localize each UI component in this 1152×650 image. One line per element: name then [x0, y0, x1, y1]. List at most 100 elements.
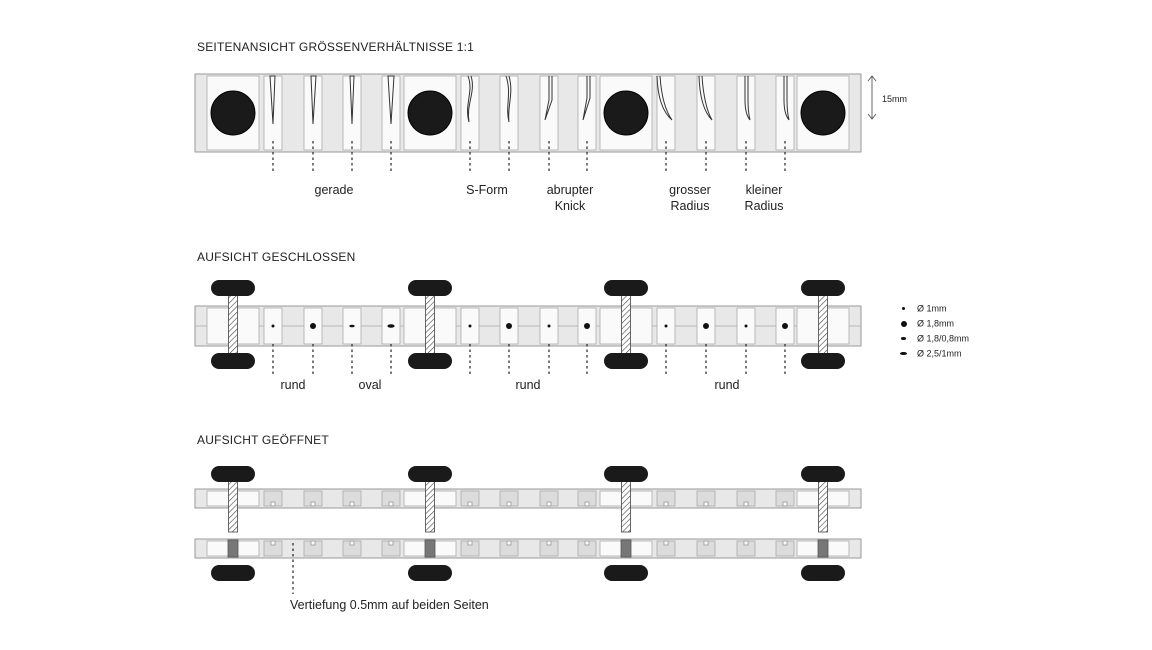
screw-shaft: [621, 476, 631, 533]
blade-profile: [544, 76, 553, 121]
notch: [270, 540, 276, 546]
screw-nut: [604, 565, 648, 581]
blade-cell: [381, 75, 401, 151]
notch: [703, 501, 709, 507]
side-view-blade-profiles: [269, 75, 790, 125]
screw-nut: [801, 565, 845, 581]
notch: [310, 501, 316, 507]
blade-profile: [310, 75, 317, 125]
screw-nut: [801, 353, 845, 369]
top-open-heading: AUFSICHT GEÖFFNET: [197, 433, 329, 447]
notch: [349, 540, 355, 546]
label-gerade: gerade: [314, 183, 354, 197]
screw-nut: [408, 353, 452, 369]
hole: [547, 324, 551, 328]
screw-head: [408, 280, 452, 296]
blade-profile: [269, 75, 276, 125]
notch: [467, 540, 473, 546]
screw-shaft: [818, 476, 828, 533]
notch: [388, 540, 394, 546]
notch: [584, 501, 590, 507]
hole-symbol-icon: [900, 351, 907, 356]
screw-shaft: [228, 476, 238, 533]
blade-profile: [505, 75, 512, 123]
screw-nut: [408, 565, 452, 581]
hole: [782, 323, 788, 329]
screw-assembly: [801, 466, 845, 581]
blade-cell: [696, 75, 716, 151]
blade-profile: [387, 75, 395, 125]
blade-profile: [698, 75, 713, 121]
notch: [506, 540, 512, 546]
side-view-discs: [210, 90, 846, 136]
blade-profile: [467, 75, 473, 123]
groove: [424, 539, 436, 558]
hole: [506, 323, 512, 329]
screw-shaft: [425, 476, 435, 533]
label-rund-2: rund: [515, 378, 541, 392]
dimension-label: 15mm: [882, 94, 908, 104]
notch: [584, 540, 590, 546]
side-view-cells: [206, 75, 850, 151]
hole: [744, 324, 748, 328]
hole: [349, 324, 355, 328]
notch: [663, 540, 669, 546]
screw-shaft: [425, 291, 435, 358]
hole-symbol-icon: [902, 307, 905, 311]
top-open-screws: [211, 466, 845, 581]
groove-note: Vertiefung 0.5mm auf beiden Seiten: [290, 598, 489, 612]
hole: [310, 323, 316, 329]
screw-head: [211, 466, 255, 482]
screw-head: [604, 466, 648, 482]
blade-profile: [582, 76, 591, 121]
top-closed-screws: [211, 280, 845, 369]
hole-symbol-icon: [901, 337, 906, 340]
screw-assembly: [211, 466, 255, 581]
notch: [703, 540, 709, 546]
side-view-leader-lines: [272, 141, 786, 174]
hole: [468, 324, 472, 328]
label-rund-3: rund: [714, 378, 740, 392]
blade-profile: [349, 75, 355, 125]
legend-item-4: Ø 2,5/1mm: [900, 348, 962, 359]
screw-assembly: [604, 466, 648, 581]
hole-symbol-icon: [901, 320, 907, 327]
notch: [388, 501, 394, 507]
hole: [703, 323, 709, 329]
screw-assembly: [604, 280, 648, 369]
screw-assembly: [801, 280, 845, 369]
side-view-heading: SEITENANSICHT GRÖSSENVERHÄLTNISSE 1:1: [197, 40, 475, 54]
top-closed-strip: [194, 280, 862, 374]
top-open-cells: [206, 490, 850, 558]
screw-shaft: [818, 291, 828, 358]
top-open-strips: [194, 466, 862, 594]
screw-head: [211, 280, 255, 296]
legend-item-1: Ø 1mm: [900, 303, 947, 314]
screw-assembly: [408, 280, 452, 369]
screw-head: [801, 280, 845, 296]
notch: [310, 540, 316, 546]
disc-3: [603, 90, 649, 136]
screw-assembly: [408, 466, 452, 581]
top-closed-heading: AUFSICHT GESCHLOSSEN: [197, 250, 356, 264]
notch: [467, 501, 473, 507]
hole: [664, 324, 668, 328]
groove: [620, 539, 632, 558]
notch: [663, 501, 669, 507]
blade-profile: [656, 75, 673, 121]
notch: [546, 540, 552, 546]
hole: [271, 324, 275, 328]
dimension-arrow: [867, 75, 877, 120]
notch: [270, 501, 276, 507]
screw-shaft: [621, 291, 631, 358]
screw-assembly: [211, 280, 255, 369]
screw-head: [604, 280, 648, 296]
blade-profile: [744, 76, 751, 121]
notch: [743, 540, 749, 546]
notch: [546, 501, 552, 507]
hole: [584, 323, 590, 329]
